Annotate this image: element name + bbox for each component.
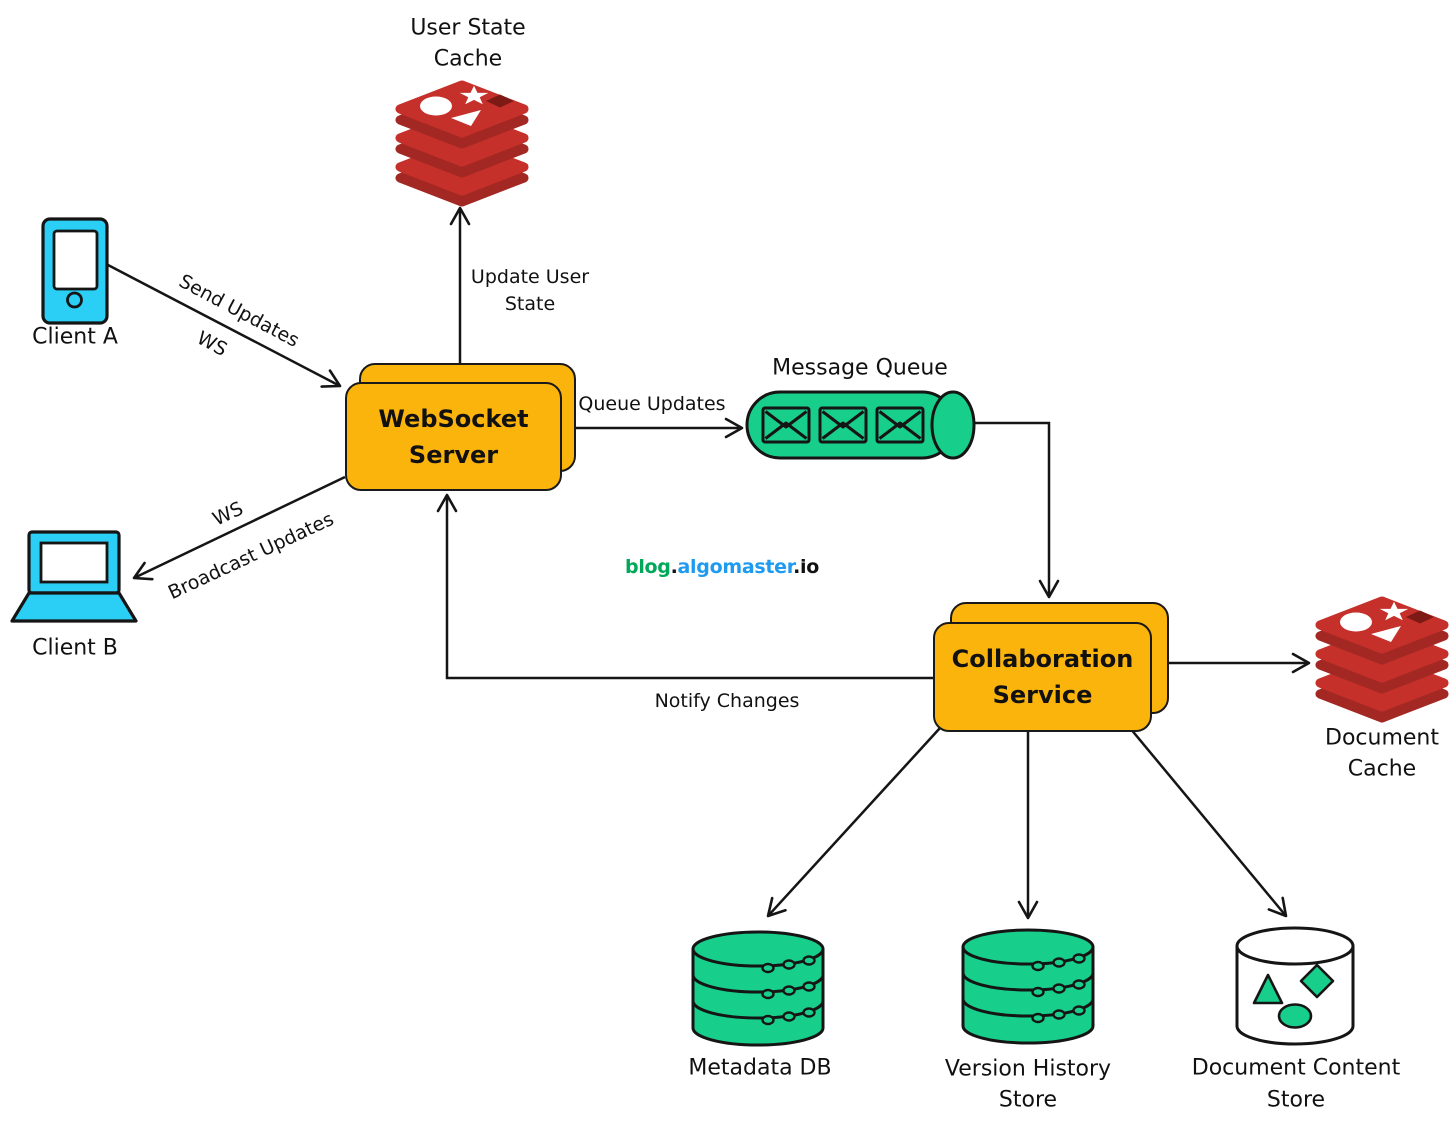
watermark-dot2: . — [793, 556, 800, 578]
document-cache-label-line2: Cache — [1347, 756, 1417, 782]
metadata-db-label: Metadata DB — [688, 1055, 832, 1081]
watermark-tld: io — [800, 556, 819, 578]
edge-collab-to-metadata-db — [766, 727, 941, 918]
edges-layer — [107, 206, 1311, 920]
user-state-cache-label-line1: User State — [410, 15, 526, 41]
database-cylinder-icon-metadata-db — [691, 930, 825, 1047]
websocket-server-box: WebSocket Server — [345, 382, 562, 491]
version-history-store-label-line2: Store — [998, 1087, 1058, 1113]
update-user-state-label-line1: Update User — [470, 266, 590, 288]
envelope-icon — [875, 406, 925, 444]
websocket-server-label-line1: WebSocket — [378, 404, 529, 433]
client-a-label: Client A — [32, 324, 118, 350]
edge-broadcast-updates — [132, 475, 346, 581]
watermark-dot1: . — [670, 556, 678, 578]
watermark-site: algomaster — [677, 556, 794, 578]
redis-icon-user-state-cache — [400, 85, 524, 202]
redis-icon-document-cache — [1320, 601, 1444, 718]
notify-changes-label: Notify Changes — [654, 690, 800, 712]
update-user-state-label-line2: State — [504, 293, 556, 315]
collaboration-service-box: Collaboration Service — [933, 622, 1152, 732]
content-cylinder-icon-document-content — [1235, 926, 1355, 1046]
document-cache-label-line1: Document — [1325, 725, 1439, 751]
edge-send-updates — [107, 263, 342, 388]
document-content-store-label-line2: Store — [1266, 1087, 1326, 1113]
websocket-server-label-line2: Server — [408, 440, 499, 469]
collaboration-service-label-line2: Service — [992, 681, 1093, 709]
edge-notify-changes — [436, 493, 933, 680]
queue-updates-label: Queue Updates — [578, 393, 726, 415]
collaboration-service-label-line1: Collaboration — [951, 645, 1134, 673]
watermark-blog: blog — [625, 556, 671, 578]
document-content-store-label-line1: Document Content — [1191, 1055, 1401, 1081]
watermark-blog-algomaster-io: blog.algomaster.io — [625, 556, 819, 578]
envelope-icon — [818, 406, 868, 444]
version-history-store-label-line1: Version History — [944, 1056, 1112, 1082]
edge-collab-to-document-content — [1129, 727, 1288, 918]
envelope-icon — [761, 406, 811, 444]
user-state-cache-label-line2: Cache — [433, 46, 503, 72]
database-cylinder-icon-version-history — [961, 928, 1095, 1045]
message-queue-label: Message Queue — [772, 355, 948, 381]
queue-cylinder-icon — [745, 390, 976, 460]
edge-queue-to-collaboration — [974, 421, 1060, 599]
tablet-icon — [41, 217, 109, 325]
client-b-label: Client B — [32, 635, 118, 661]
laptop-icon — [10, 530, 138, 623]
